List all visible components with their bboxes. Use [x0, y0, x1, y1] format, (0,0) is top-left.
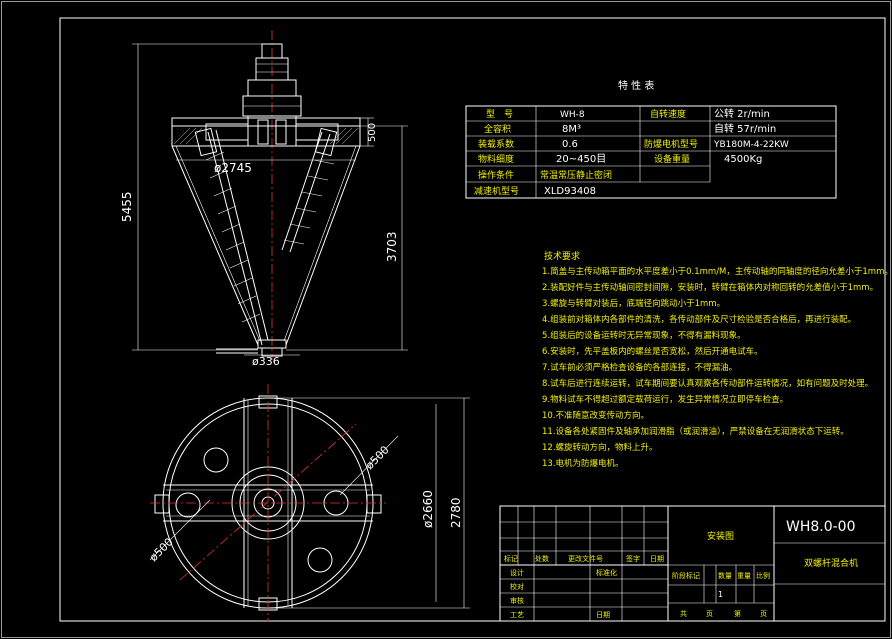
spec-cell: 设备重量: [654, 153, 690, 165]
tb-cell: 设计: [510, 568, 524, 577]
spec-cell: 自转 57r/min: [714, 122, 776, 135]
dim-336: ø336: [252, 355, 280, 368]
tech-item: 7.试车前必须严格检查设备的各部连接，不得漏油。: [542, 362, 737, 373]
spec-cell: XLD93408: [544, 186, 596, 197]
tech-item: 10.不准随意改变传动方向。: [542, 410, 649, 421]
tb-cell: 更改文件号: [568, 554, 603, 563]
tb-cell: 工艺: [510, 611, 524, 619]
tb-cell: 数量: [718, 571, 732, 580]
spec-cell: 0.6: [562, 139, 578, 150]
tech-item: 12.螺旋转动方向，物料上升。: [542, 442, 658, 453]
spec-title: 特 性 表: [618, 79, 654, 92]
spec-cell: WH-8: [560, 110, 585, 120]
dim-2745: ø2745: [214, 161, 252, 175]
tech-item: 3.螺旋与转臂对装后，底端径向跳动小于1mm。: [542, 298, 725, 309]
drawing-name: 安装图: [707, 530, 734, 542]
tb-cell: 页: [706, 610, 713, 618]
title-block: 安装图 WH8.0-00 双螺杆混合机 标记 处数 更改文件号 签字 日期 设计…: [499, 505, 886, 622]
tech-item: 1.简盖与主传动箱平面的水平度差小于0.1mm/M，主传动轴的同轴度的径向允差小…: [542, 266, 892, 277]
tb-cell: 标记: [504, 554, 518, 563]
spec-cell: 操作条件: [478, 169, 514, 181]
tech-item: 6.安装时，先平盖板内的螺丝是否宽松，然后开通电试车。: [542, 346, 763, 357]
spec-cell: 常温常压静止密闭: [540, 169, 612, 181]
tb-cell: 页: [760, 610, 767, 618]
spec-cell: 4500Kg: [724, 154, 762, 165]
tb-cell: 比例: [756, 571, 770, 580]
front-view: [171, 30, 361, 360]
tb-qty: 1: [718, 590, 723, 599]
spec-table: 特 性 表 型 号 WH-8 自转速度 公转 2r/min 全容积 8M³ 自转…: [465, 79, 837, 199]
tb-cell: 阶段标记: [672, 571, 700, 580]
tb-cell: 共: [680, 609, 687, 618]
dim-2780: 2780: [449, 497, 463, 528]
tech-item: 11.设备各处紧固件及轴承加润滑脂（或润滑油），严禁设备在无润滑状态下运转。: [542, 426, 849, 437]
tb-cell: 重量: [737, 572, 751, 580]
tech-item: 2.装配好件与主传动轴间密封间隙，安装时，转臂在箱体内对称回转的允差值小于1mm…: [542, 282, 878, 293]
tech-requirements: 技术要求 1.简盖与主传动箱平面的水平度差小于0.1mm/M，主传动轴的同轴度的…: [542, 250, 892, 469]
tech-item: 8.试车后进行连续运转，试车期间要认真观察各传动部件运转情况，如有问题及时处理。: [542, 378, 873, 389]
tb-cell: 日期: [650, 555, 664, 563]
tb-cell: 校对: [510, 582, 524, 591]
spec-cell: 装载系数: [478, 138, 514, 150]
tb-cell: 标准化: [596, 568, 617, 577]
tech-item: 5.组装后的设备运转时无异常现象，不得有漏料现象。: [542, 330, 746, 341]
spec-cell: 8M³: [562, 124, 581, 135]
spec-cell: 物料细度: [478, 153, 514, 165]
top-view: [150, 384, 386, 622]
tb-cell: 审核: [510, 596, 524, 605]
tech-item: 13.电机为防爆电机。: [542, 458, 624, 469]
front-dimensions: 5455 3703 500 ø2745 ø336: [120, 43, 408, 368]
tech-item: 9.物料试车不得超过额定载荷运行，发生异常情况立即停车检查。: [542, 394, 788, 405]
product-name: 双螺杆混合机: [804, 557, 858, 569]
dim-3703: 3703: [385, 231, 399, 262]
drawing-number: WH8.0-00: [786, 519, 856, 535]
dim-500-bottom: ø500: [147, 535, 176, 564]
tech-title: 技术要求: [544, 250, 580, 262]
dim-2660: ø2660: [421, 490, 435, 528]
dim-500-cover: 500: [367, 123, 378, 142]
spec-cell: 全容积: [484, 123, 511, 135]
tb-cell: 第: [734, 609, 741, 618]
spec-cell: 公转 2r/min: [714, 107, 770, 120]
dim-5455: 5455: [120, 191, 134, 222]
dim-500-top: ø500: [363, 443, 392, 472]
spec-cell: YB180M-4-22KW: [713, 140, 789, 150]
spec-cell: 自转速度: [650, 108, 686, 120]
tech-item: 4.组装前对箱体内各部件的清洗，各传动部件及尺寸检验是否合格后，再进行装配。: [542, 314, 856, 325]
tb-cell: 处数: [535, 554, 549, 563]
spec-cell: 减速机型号: [474, 185, 519, 197]
spec-cell: 防爆电机型号: [644, 138, 698, 150]
drawing-border-inner: [59, 17, 886, 622]
tb-cell: 日期: [596, 611, 610, 619]
tb-cell: 签字: [626, 554, 640, 563]
spec-cell: 型 号: [486, 109, 513, 120]
spec-cell: 20~450目: [556, 154, 606, 165]
